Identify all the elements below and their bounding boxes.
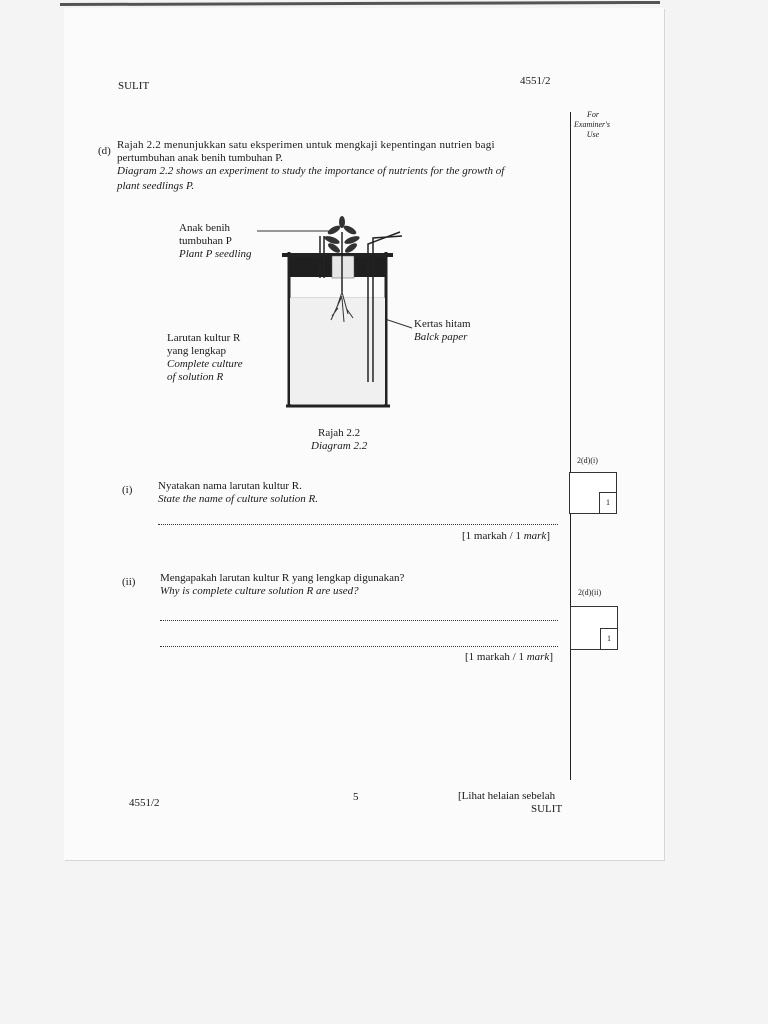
answer-line-i[interactable] (158, 524, 558, 525)
mark-italic: mark (526, 651, 550, 663)
footer-sulit: SULIT (531, 803, 563, 815)
question-ii-mark: [1 markah / 1 mark] (465, 651, 553, 664)
scan-top-edge (60, 0, 660, 7)
examiner-use: Use (586, 130, 600, 139)
aeration-tube (367, 231, 401, 382)
mark-text: [1 markah / 1 (465, 651, 527, 663)
header-code: 4551/2 (520, 75, 551, 87)
mark-bracket: ] (549, 651, 553, 663)
question-d-english-2: plant seedlings P. (117, 180, 195, 192)
examiner-examiners: Examiner's (574, 120, 610, 129)
leaf (328, 243, 340, 253)
diagram-caption-english: Diagram 2.2 (311, 440, 368, 452)
mark-bracket: ] (546, 530, 550, 542)
mark-text: [1 markah / 1 (462, 530, 524, 542)
leaf (344, 236, 360, 244)
label-solution-english-2: of solution R (167, 371, 224, 383)
label-seedling-english: Plant P seedling (179, 248, 252, 260)
mark-italic: mark (523, 530, 547, 542)
exam-page (64, 8, 664, 860)
question-i-english: State the name of culture solution R. (158, 493, 318, 505)
leaf (343, 225, 357, 235)
stopper-rim (282, 253, 393, 257)
answer-line-ii-1[interactable] (160, 620, 558, 621)
question-ii-number: (ii) (122, 576, 136, 588)
score-max-ii: 1 (600, 628, 618, 650)
examiner-column-line (570, 112, 571, 780)
score-max-i: 1 (599, 492, 617, 514)
cotton-plug (331, 255, 355, 279)
question-i-mark: [1 markah / 1 mark] (462, 530, 550, 543)
score-box-ii: 1 (570, 606, 618, 650)
score-code-i: 2(d)(i) (577, 456, 598, 465)
diagram-caption-malay: Rajah 2.2 (318, 427, 361, 439)
leaf (324, 236, 340, 244)
label-solution-malay-1: Larutan kultur R (167, 332, 241, 344)
label-solution-english-1: Complete culture (167, 358, 243, 370)
answer-line-ii-2[interactable] (160, 646, 558, 647)
question-i-number: (i) (122, 484, 133, 496)
footer-code: 4551/2 (129, 797, 160, 809)
question-d-malay-1: Rajah 2.2 menunjukkan satu eksperimen un… (117, 139, 495, 151)
label-black-paper-english: Balck paper (414, 331, 468, 343)
header-sulit: SULIT (118, 80, 150, 92)
question-d-label: (d) (98, 145, 111, 157)
experiment-apparatus-diagram (257, 216, 413, 408)
score-code-ii: 2(d)(ii) (578, 588, 602, 597)
label-seedling-malay-1: Anak benih (179, 222, 231, 234)
score-box-i: 1 (569, 472, 617, 514)
leaf (339, 216, 345, 228)
question-d-english-1: Diagram 2.2 shows an experiment to study… (117, 165, 505, 177)
seedling-roots (330, 291, 354, 323)
label-black-paper-malay: Kertas hitam (414, 318, 471, 330)
label-solution-malay-2: yang lengkap (167, 345, 226, 357)
examiner-for: For (587, 110, 599, 119)
footer-page-number: 5 (353, 791, 359, 803)
aeration-tube-2 (372, 235, 403, 382)
question-ii-english: Why is complete culture solution R are u… (160, 585, 359, 597)
leaf (345, 243, 357, 253)
label-seedling-malay-2: tumbuhan P (179, 235, 232, 247)
question-d-malay-2: pertumbuhan anak benih tumbuhan P. (117, 152, 283, 164)
question-ii-malay: Mengapakah larutan kultur R yang lengkap… (160, 572, 405, 584)
leaf (327, 225, 341, 235)
footer-turn-page: [Lihat helaian sebelah (458, 790, 556, 802)
question-i-malay: Nyatakan nama larutan kultur R. (158, 480, 302, 492)
culture-solution (290, 298, 385, 404)
